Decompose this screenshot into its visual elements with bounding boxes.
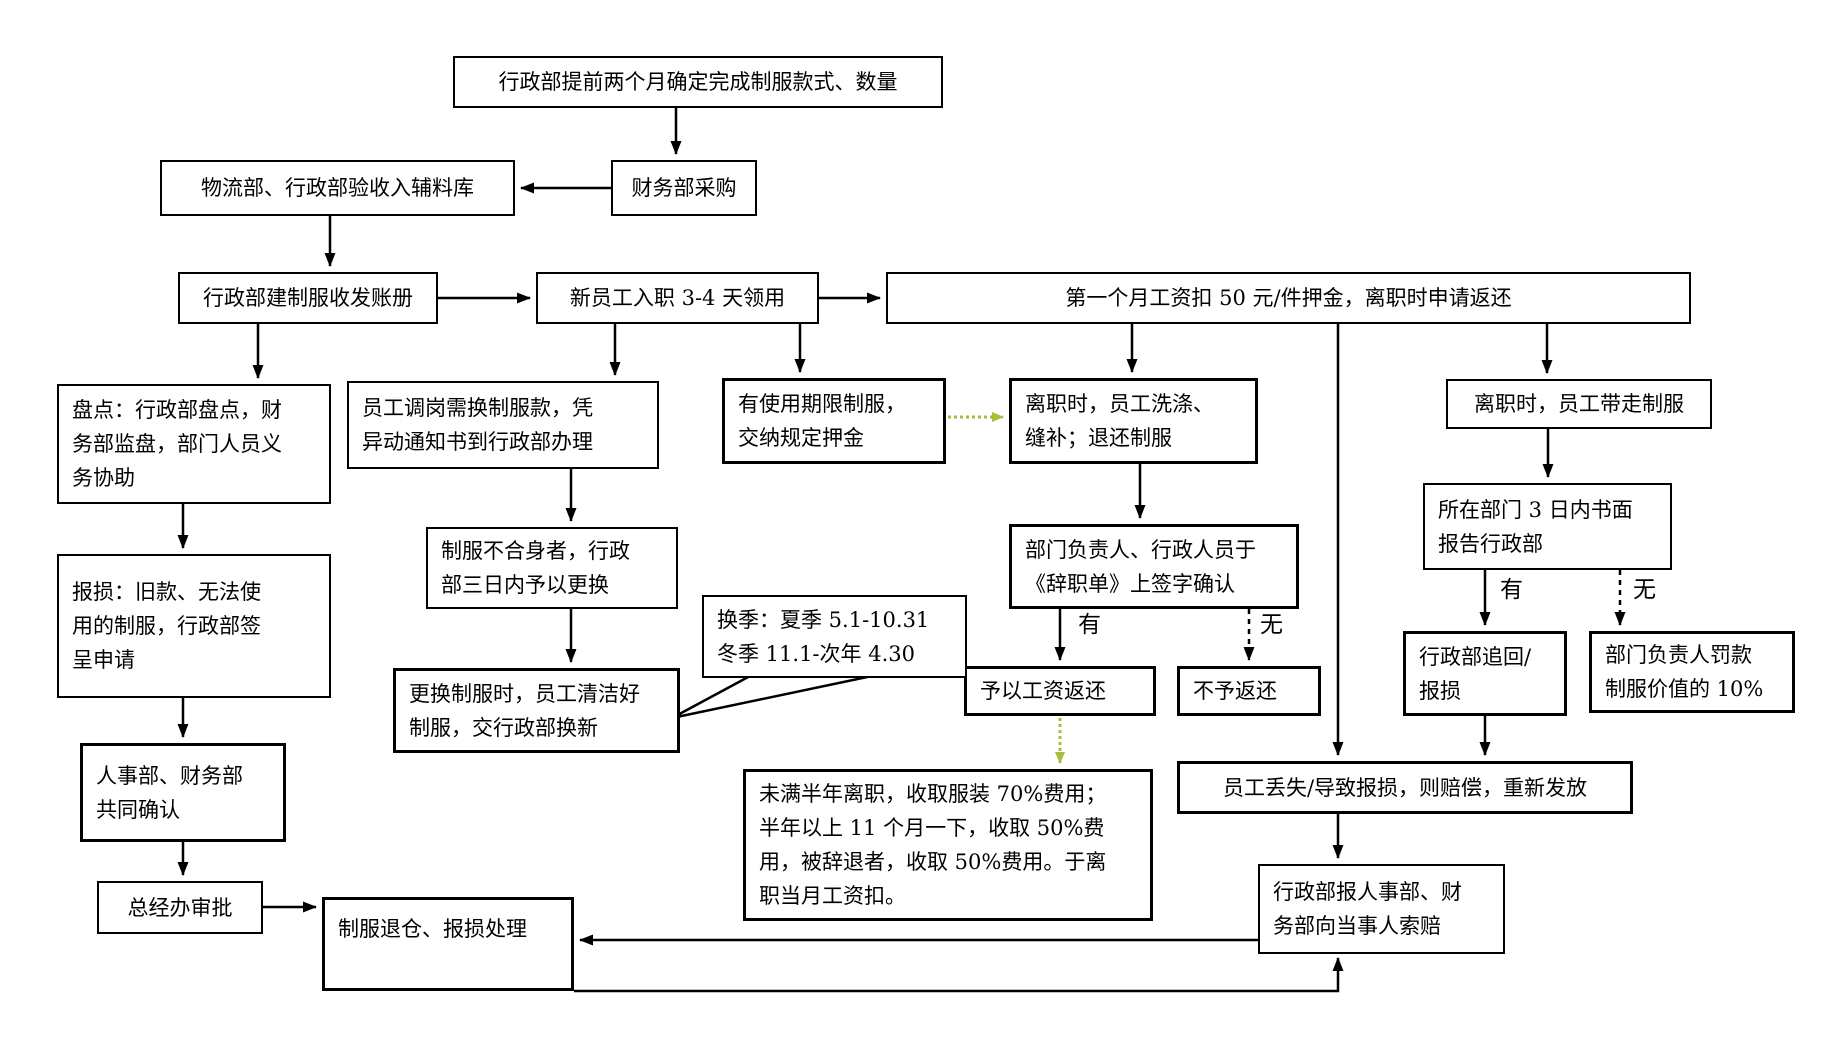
node-admin-recover: 行政部追回/ 报损 <box>1403 631 1567 716</box>
node-lost-compensate-reissue: 员工丢失/导致报损，则赔偿，重新发放 <box>1177 761 1633 814</box>
node-claim-compensation: 行政部报人事部、财 务部向当事人索赔 <box>1258 864 1505 954</box>
callout-tail <box>671 674 873 720</box>
node-new-employee-collect: 新员工入职 3-4 天领用 <box>536 272 819 324</box>
node-return-warehouse: 制服退仓、报损处理 <box>322 897 574 991</box>
node-limited-term-deposit: 有使用期限制服， 交纳规定押金 <box>722 378 946 464</box>
node-fee-deduction-rules: 未满半年离职，收取服装 70%费用； 半年以上 11 个月一下，收取 50%费 … <box>743 769 1153 921</box>
node-stocktake: 盘点：行政部盘点，财 务部监盘，部门人员义 务协助 <box>57 384 331 504</box>
node-gm-office-approval: 总经办审批 <box>97 881 263 934</box>
node-ill-fitting-replace: 制服不合身者，行政 部三日内予以更换 <box>426 527 678 609</box>
branch-label-none: 无 <box>1633 577 1656 603</box>
node-report-admin-3days: 所在部门 3 日内书面 报告行政部 <box>1423 483 1672 570</box>
node-no-refund: 不予返还 <box>1177 666 1321 716</box>
node-resign-take-uniform: 离职时，员工带走制服 <box>1446 379 1712 429</box>
node-finance-purchase: 财务部采购 <box>611 160 757 216</box>
branch-label-has: 有 <box>1078 612 1101 638</box>
node-hr-finance-confirm: 人事部、财务部 共同确认 <box>80 743 286 842</box>
node-manager-fine-10pct: 部门负责人罚款 制服价值的 10% <box>1589 631 1795 713</box>
node-resign-wash-return: 离职时，员工洗涤、 缝补；退还制服 <box>1009 378 1258 464</box>
node-clean-before-exchange: 更换制服时，员工清洁好 制服，交行政部换新 <box>393 668 680 753</box>
node-damage-report: 报损：旧款、无法使 用的制服，行政部签 呈申请 <box>57 554 331 698</box>
node-refund-via-salary: 予以工资返还 <box>964 666 1156 716</box>
branch-label-has: 有 <box>1500 577 1523 603</box>
node-deposit-deduction: 第一个月工资扣 50 元/件押金，离职时申请返还 <box>886 272 1691 324</box>
node-resignation-form-sign: 部门负责人、行政人员于 《辞职单》上签字确认 <box>1009 524 1299 609</box>
node-determine-style-quantity: 行政部提前两个月确定完成制服款式、数量 <box>453 56 943 108</box>
node-job-transfer-exchange: 员工调岗需换制服款，凭 异动通知书到行政部办理 <box>347 381 659 469</box>
node-logistics-acceptance: 物流部、行政部验收入辅料库 <box>160 160 515 216</box>
branch-label-none: 无 <box>1260 612 1283 638</box>
node-uniform-ledger: 行政部建制服收发账册 <box>178 272 438 324</box>
callout-season-change: 换季：夏季 5.1-10.31 冬季 11.1-次年 4.30 <box>702 595 967 678</box>
